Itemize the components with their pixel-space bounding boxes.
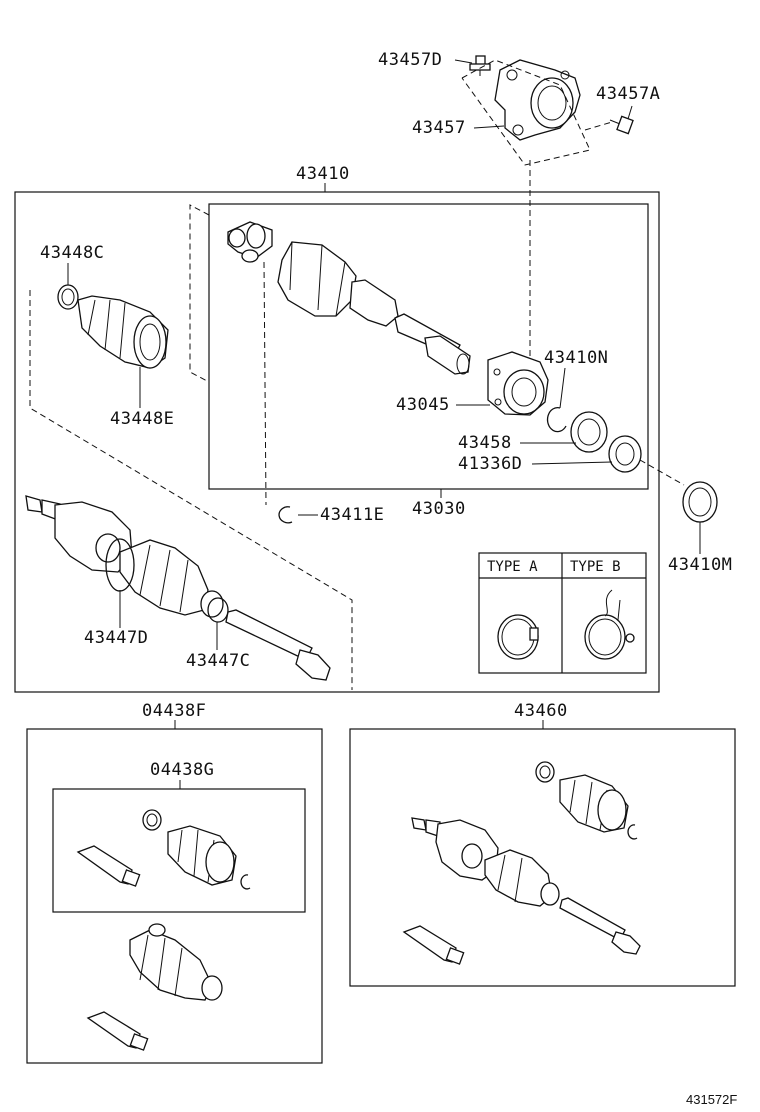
bracket-dash-outline bbox=[461, 59, 591, 166]
kit-g-grease-tube-illustration bbox=[76, 845, 141, 887]
label-43460: 43460 bbox=[514, 701, 568, 721]
seal-to-ring-dash bbox=[639, 459, 685, 486]
kit-04438G-box bbox=[52, 788, 306, 913]
kit-43460-box bbox=[349, 728, 736, 987]
kit-43460-ring-illustration bbox=[627, 824, 638, 840]
assembly-43410-box bbox=[14, 191, 660, 693]
kit-g-clamp-illustration bbox=[142, 809, 162, 831]
spider-to-clip-dash bbox=[263, 261, 267, 506]
label-43411E: 43411E bbox=[320, 505, 384, 525]
label-43410: 43410 bbox=[296, 164, 350, 184]
kit-f-boot-illustration bbox=[129, 923, 223, 1001]
figure-reference: 431572F bbox=[686, 1092, 737, 1107]
label-41336D: 41336D bbox=[458, 454, 522, 474]
kit-g-ring-illustration bbox=[240, 874, 251, 890]
boot-43448E-illustration bbox=[77, 295, 169, 369]
kit-43460-boot-illustration bbox=[559, 774, 629, 833]
label-43447D: 43447D bbox=[84, 628, 148, 648]
tripod-spider-illustration bbox=[227, 221, 273, 263]
label-43457A: 43457A bbox=[596, 84, 660, 104]
label-43447C: 43447C bbox=[186, 651, 250, 671]
label-04438G: 04438G bbox=[150, 760, 214, 780]
kit-43460-axle-illustration bbox=[411, 817, 641, 955]
ring-43410M-illustration bbox=[682, 481, 718, 523]
flange-43045-illustration bbox=[487, 351, 549, 416]
label-43458: 43458 bbox=[458, 433, 512, 453]
clamp-43447C-illustration bbox=[207, 597, 229, 623]
type-a-label: TYPE A bbox=[487, 559, 538, 575]
boot-clamp-43448C-illustration bbox=[57, 284, 79, 310]
label-43457: 43457 bbox=[412, 118, 466, 138]
bolt-43457D-illustration bbox=[469, 55, 491, 76]
type-a-clamp-illustration bbox=[497, 614, 539, 660]
kit-04438F-box bbox=[26, 728, 323, 1064]
label-43410N: 43410N bbox=[544, 348, 608, 368]
bearing-bracket-illustration bbox=[494, 59, 581, 141]
kit-g-boot-illustration bbox=[167, 825, 237, 886]
kit-43460-clamp-illustration bbox=[535, 761, 555, 783]
kit-f-grease-tube-illustration bbox=[86, 1011, 149, 1051]
label-43457D: 43457D bbox=[378, 50, 442, 70]
bearing-43458-illustration bbox=[570, 411, 608, 453]
type-b-clamp-illustration bbox=[584, 589, 635, 660]
label-43030: 43030 bbox=[412, 499, 466, 519]
inboard-joint-housing-illustration bbox=[277, 241, 471, 375]
outboard-axle-illustration bbox=[25, 495, 331, 681]
label-43410M: 43410M bbox=[668, 555, 732, 575]
seal-41336D-illustration bbox=[608, 435, 642, 473]
snap-ring-43410N-illustration bbox=[546, 406, 567, 433]
bracket-to-ring-dash bbox=[584, 121, 613, 131]
type-b-label: TYPE B bbox=[570, 559, 621, 575]
inner-joint-dash bbox=[189, 204, 210, 383]
label-04438F: 04438F bbox=[142, 701, 206, 721]
clip-43411E-illustration bbox=[278, 506, 293, 524]
bolt-43457A-illustration bbox=[609, 115, 634, 135]
inboard-boot-dash bbox=[29, 290, 353, 690]
assembly-43030-box bbox=[208, 203, 649, 490]
label-43448C: 43448C bbox=[40, 243, 104, 263]
label-43448E: 43448E bbox=[110, 409, 174, 429]
kit-43460-grease-tube-illustration bbox=[402, 925, 465, 965]
label-43045: 43045 bbox=[396, 395, 450, 415]
